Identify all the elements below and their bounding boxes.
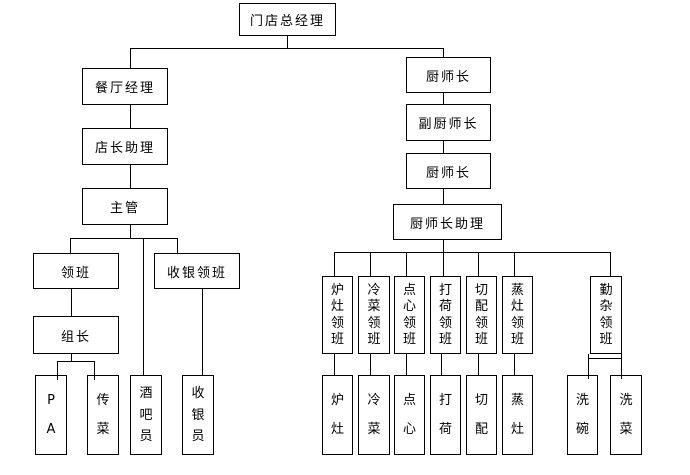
connector-to-store-assistant	[130, 104, 131, 128]
connector-chef-assistant-stub	[443, 240, 444, 276]
connector-utility-bracket	[588, 358, 622, 359]
org-node-store-assistant: 店长助理	[82, 128, 168, 165]
org-node-foreman: 领班	[33, 253, 119, 289]
connector-to-steamer	[514, 354, 515, 375]
org-node-group-leader: 组长	[33, 316, 119, 354]
org-node-head-chef-2: 厨师长	[406, 153, 491, 189]
connector-root-stub	[287, 35, 288, 48]
org-node-dish-washing: 洗碗	[567, 375, 598, 455]
connector-to-cutting	[478, 354, 479, 375]
org-node-food-runner: 传菜	[87, 375, 119, 455]
org-node-deputy-head-chef: 副厨师长	[406, 104, 491, 141]
org-node-stove: 炉灶	[322, 375, 353, 455]
connector-to-bartender	[143, 238, 144, 375]
org-node-supervisor: 主管	[82, 188, 168, 225]
org-node-dahe-foreman: 打荷领班	[430, 276, 461, 354]
org-node-cashier: 收银员	[182, 375, 214, 455]
org-node-steamer-foreman: 蒸灶领班	[502, 276, 533, 354]
org-node-chef-assistant: 厨师长助理	[393, 204, 502, 240]
connector-to-cashier	[202, 288, 203, 375]
connector-to-stove-foreman	[334, 252, 335, 276]
connector-to-head-chef-2	[443, 140, 444, 153]
connector-to-utility-foreman	[610, 252, 611, 276]
connector-to-restaurant-manager	[130, 48, 131, 68]
connector-supervisor-stub	[130, 224, 131, 238]
connector-to-cashier-foreman	[177, 238, 178, 253]
connector-to-dish-washing	[588, 354, 589, 379]
connector-supervisor-splitter	[70, 238, 178, 239]
connector-to-head-chef	[443, 48, 444, 57]
connector-group-leader-stub	[71, 353, 72, 361]
connector-to-cutting-foreman	[478, 252, 479, 276]
org-node-dimsum: 点心	[394, 375, 425, 455]
connector-top-splitter	[130, 48, 444, 49]
connector-to-stove	[334, 354, 335, 375]
org-node-restaurant-manager: 餐厅经理	[82, 68, 168, 105]
org-node-dimsum-foreman: 点心领班	[394, 276, 425, 354]
org-node-stove-foreman: 炉灶领班	[322, 276, 353, 354]
org-node-dahe: 打荷	[430, 375, 461, 455]
connector-to-group-leader	[71, 288, 72, 316]
org-node-cutting: 切配	[466, 375, 497, 455]
connector-to-dimsum-foreman	[406, 252, 407, 276]
org-node-head-chef: 厨师长	[406, 57, 491, 93]
org-node-steamer: 蒸灶	[502, 375, 533, 455]
org-node-utility-foreman: 勤杂领班	[590, 276, 622, 354]
connector-kitchen-splitter	[334, 252, 611, 253]
org-node-general-manager: 门店总经理	[239, 3, 336, 36]
connector-group-leader-bracket	[57, 361, 95, 362]
connector-to-cold-dish	[370, 354, 371, 375]
connector-to-veg-washing	[621, 354, 622, 379]
connector-to-dahe	[441, 354, 442, 375]
org-node-cold-dish-foreman: 冷菜领班	[358, 276, 390, 354]
connector-to-chef-assistant	[443, 188, 444, 204]
org-node-cashier-foreman: 收银领班	[154, 253, 240, 289]
org-node-bartender: 酒吧员	[130, 375, 162, 455]
org-node-cold-dish: 冷菜	[358, 375, 390, 455]
connector-to-deputy-head-chef	[443, 92, 444, 104]
connector-to-pa	[57, 361, 58, 380]
org-node-veg-washing: 洗菜	[610, 375, 642, 455]
connector-to-cold-dish-foreman	[370, 252, 371, 276]
connector-to-supervisor	[130, 164, 131, 188]
org-node-cutting-foreman: 切配领班	[466, 276, 497, 354]
connector-to-foreman	[70, 238, 71, 253]
connector-to-dimsum	[406, 354, 407, 375]
connector-to-steamer-foreman	[514, 252, 515, 276]
connector-to-food-runner	[94, 361, 95, 380]
